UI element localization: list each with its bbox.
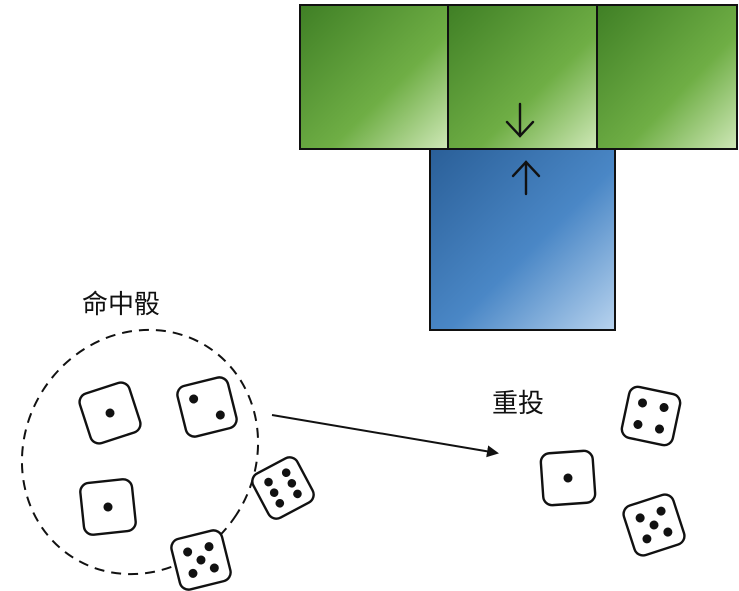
reroll-arrow — [271, 414, 499, 458]
up-arrow-icon — [511, 160, 541, 196]
die-face-1 — [78, 381, 142, 445]
die-face-4 — [620, 385, 682, 447]
die-face-1 — [79, 478, 137, 536]
green-tile-row — [299, 4, 738, 150]
green-tile-middle — [447, 4, 598, 150]
die-face-2 — [176, 376, 238, 438]
hit-dice-label: 命中骰 — [82, 290, 160, 320]
green-tile-left — [299, 4, 449, 150]
die-face-6 — [251, 456, 315, 520]
green-tile-right — [596, 4, 738, 150]
down-arrow-icon — [505, 102, 535, 138]
die-face-5 — [622, 493, 686, 557]
hit-dice-selection-ring — [20, 328, 260, 576]
die-face-1 — [539, 449, 597, 507]
reroll-label: 重投 — [492, 389, 544, 419]
die-face-5 — [170, 529, 232, 591]
blue-tile — [429, 148, 616, 331]
